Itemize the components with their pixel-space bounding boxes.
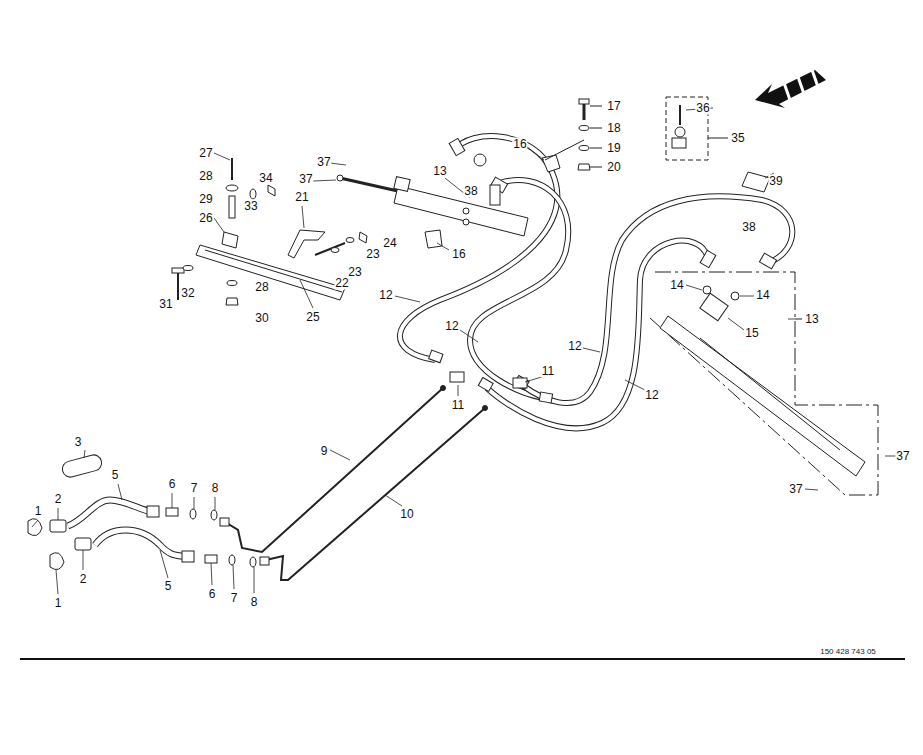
callout-number: 30 xyxy=(254,312,269,325)
callout-number: 12 xyxy=(644,389,659,402)
direction-arrow xyxy=(755,67,826,108)
hydraulic-hoses xyxy=(400,136,792,428)
callout-number: 7 xyxy=(190,482,199,495)
callout-number: 38 xyxy=(463,185,478,198)
callout-number: 33 xyxy=(243,200,258,213)
callout-number: 35 xyxy=(730,132,745,145)
callout-number: 14 xyxy=(669,279,684,292)
callout-number: 29 xyxy=(198,193,213,206)
callout-number: 23 xyxy=(365,248,380,261)
callout-number: 1 xyxy=(54,597,63,610)
callout-number: 8 xyxy=(211,482,220,495)
callout-number: 6 xyxy=(168,478,177,491)
callout-number: 28 xyxy=(198,170,213,183)
callout-number: 12 xyxy=(378,289,393,302)
callout-number: 11 xyxy=(451,399,465,412)
callout-number: 36 xyxy=(695,102,710,115)
callout-number: 2 xyxy=(54,493,63,506)
callout-number: 14 xyxy=(755,289,770,302)
callout-number: 24 xyxy=(382,237,397,250)
callout-number: 9 xyxy=(320,445,329,458)
callout-number: 16 xyxy=(451,248,466,261)
callout-number: 34 xyxy=(258,172,273,185)
callout-number: 10 xyxy=(399,508,414,521)
callout-number: 32 xyxy=(180,287,195,300)
callout-number: 26 xyxy=(198,212,213,225)
callout-number: 5 xyxy=(111,469,120,482)
callout-number: 22 xyxy=(334,277,349,290)
mounting-bracket xyxy=(172,158,367,305)
callout-number: 3 xyxy=(74,436,83,449)
callout-number: 13 xyxy=(432,165,447,178)
callout-number: 37 xyxy=(298,173,313,186)
callout-number: 25 xyxy=(305,311,320,324)
callout-number: 8 xyxy=(250,596,259,609)
callout-number: 2 xyxy=(79,573,88,586)
callout-number: 21 xyxy=(294,191,309,204)
callout-number: 18 xyxy=(606,122,621,135)
callout-number: 27 xyxy=(198,147,213,160)
callout-number: 37 xyxy=(316,156,331,169)
callout-number: 19 xyxy=(606,142,621,155)
callout-number: 12 xyxy=(567,340,582,353)
callout-number: 16 xyxy=(512,138,527,151)
callout-number: 39 xyxy=(768,175,783,188)
drawing-number: 150 428 743 05 xyxy=(819,647,877,656)
callout-number: 5 xyxy=(164,580,173,593)
callout-number: 20 xyxy=(606,161,621,174)
callout-number: 28 xyxy=(254,281,269,294)
callout-number: 31 xyxy=(158,298,173,311)
hydraulic-cylinder xyxy=(337,154,528,236)
callout-number: 37 xyxy=(895,450,910,463)
callout-number: 12 xyxy=(444,320,459,333)
callout-number: 6 xyxy=(208,588,217,601)
callout-number: 11 xyxy=(541,365,555,378)
callout-number: 38 xyxy=(741,221,756,234)
callout-number: 17 xyxy=(606,100,621,113)
callout-number: 1 xyxy=(34,505,43,518)
callout-number: 37 xyxy=(788,483,803,496)
callout-number: 13 xyxy=(804,313,819,326)
callout-number: 15 xyxy=(744,327,759,340)
callout-number: 7 xyxy=(230,592,239,605)
